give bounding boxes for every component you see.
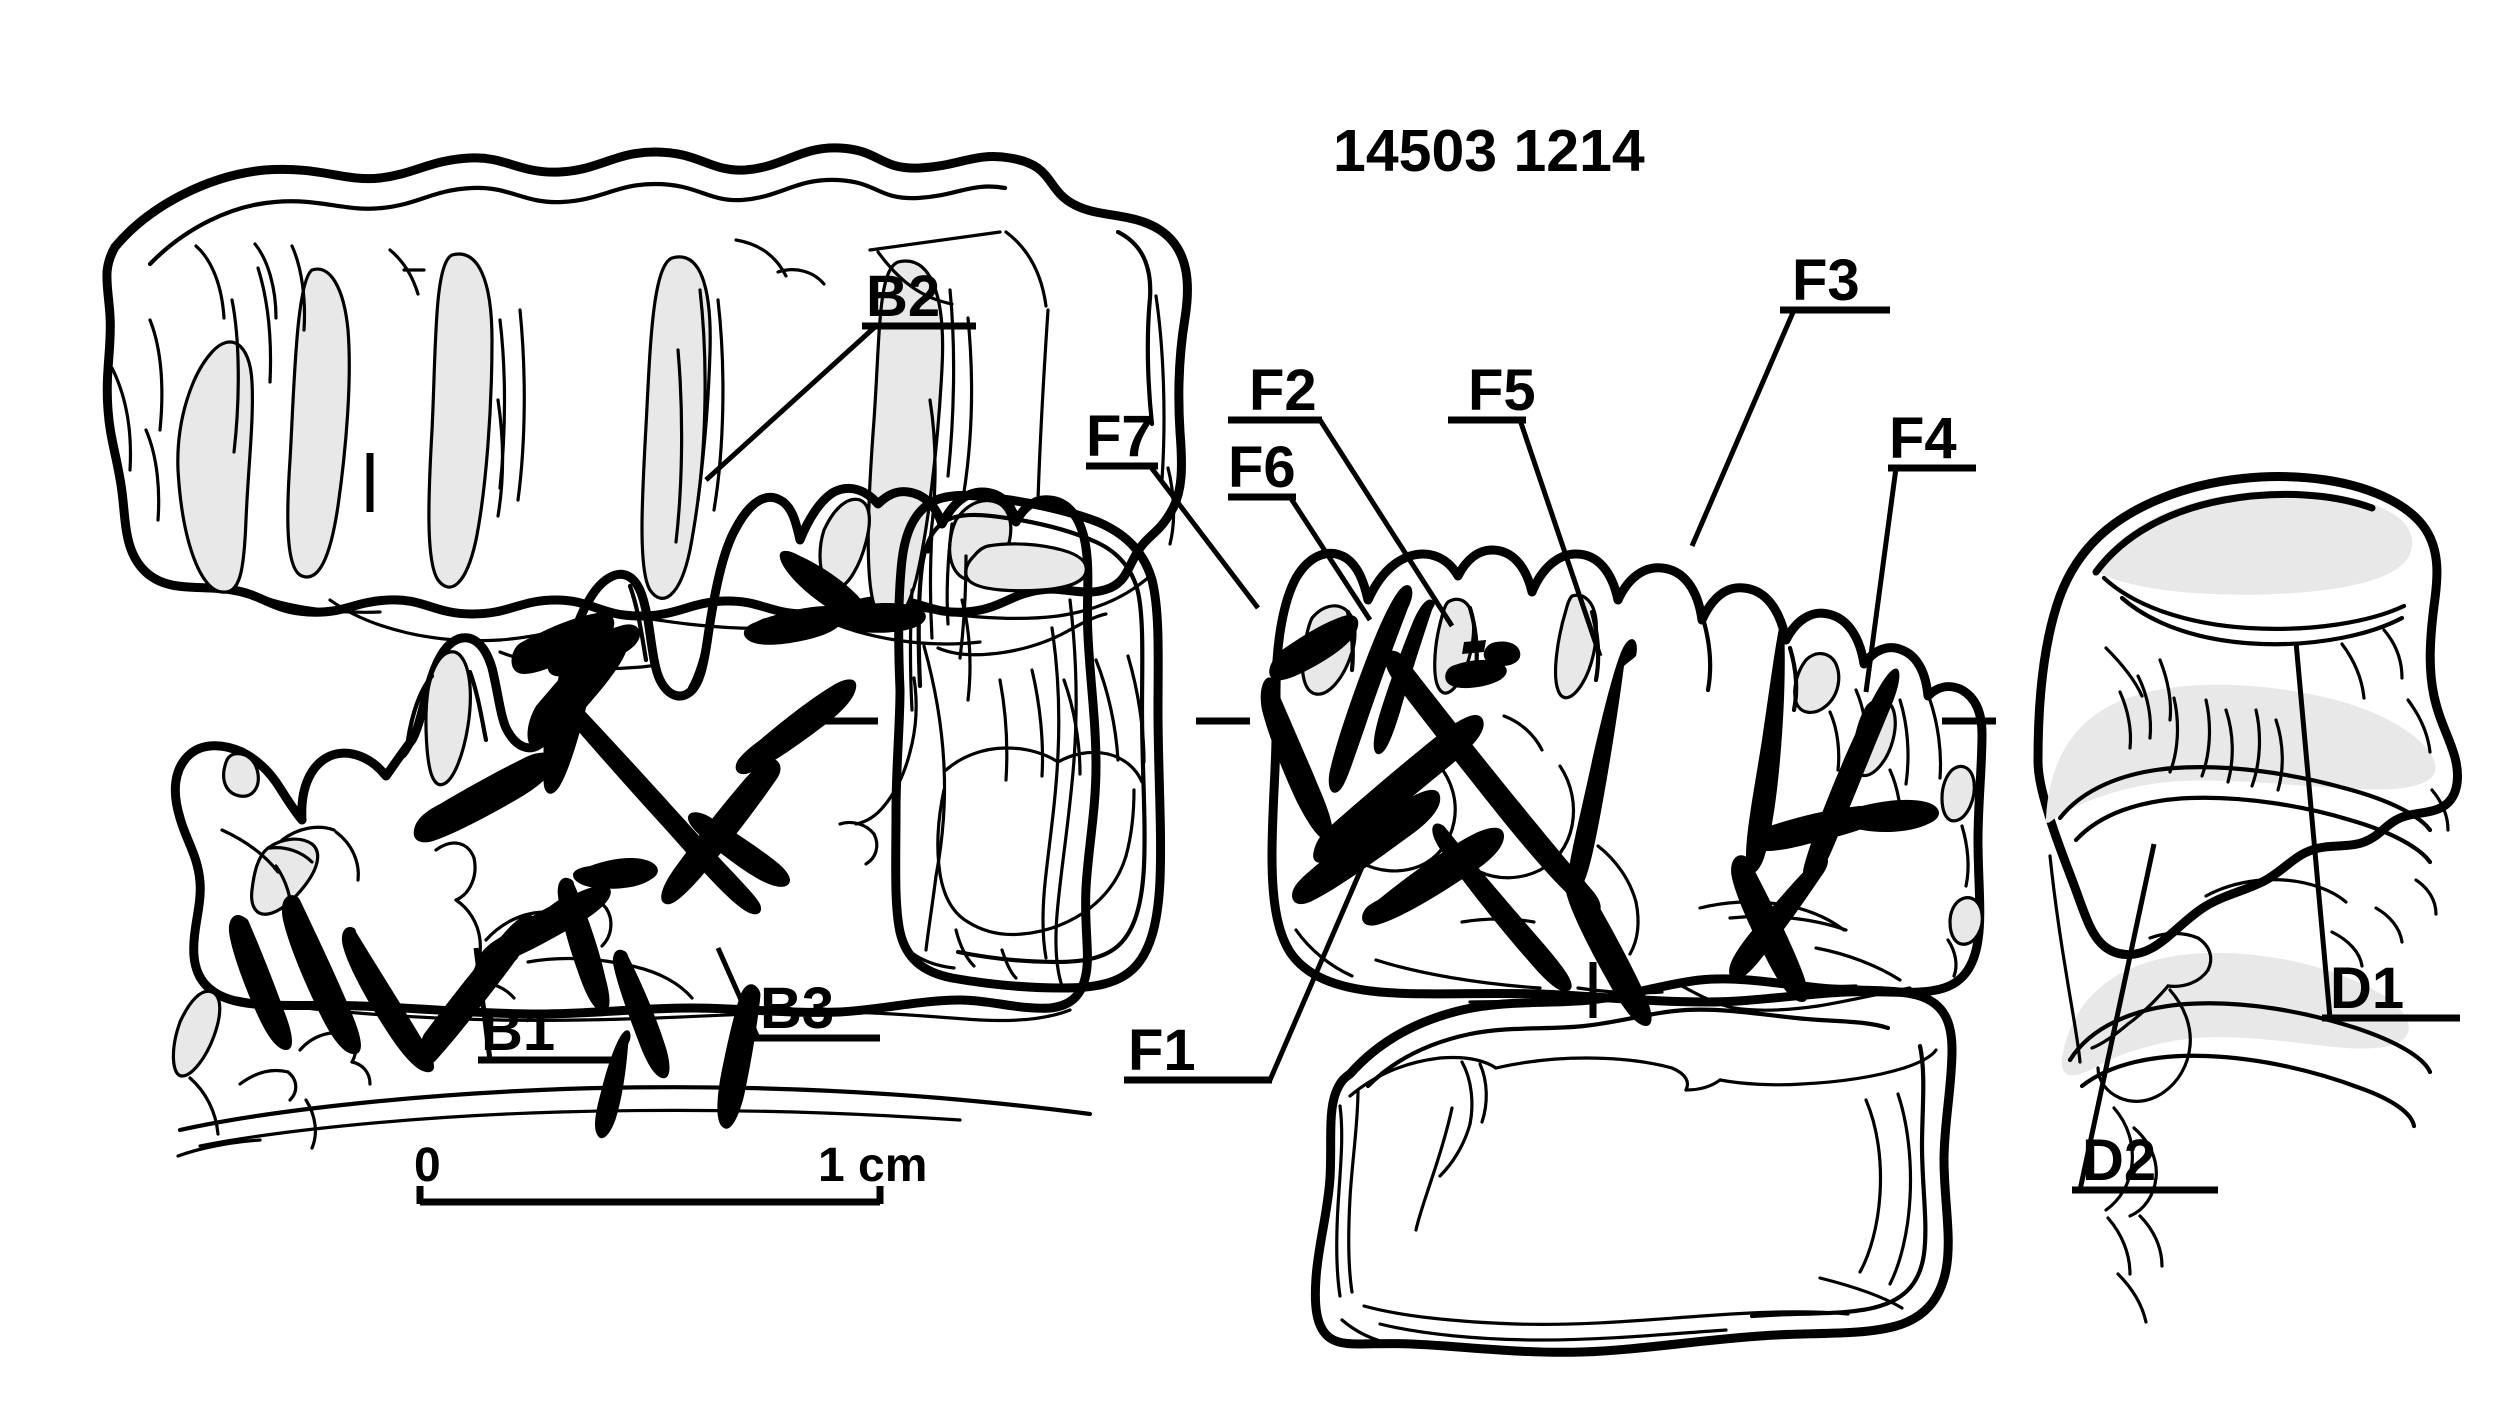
scale-left-label: 0 [414,1139,441,1192]
label-d1: D1 [2330,956,2405,1021]
label-f7: F7 [1086,404,1154,469]
cutmark-F7 [1269,615,1359,681]
label-f1: F1 [1128,1018,1196,1083]
leader-f1 [1124,829,1381,1084]
label-b2: B2 [866,264,941,329]
leader-b3 [715,946,880,1042]
cutmark-F6 [1260,677,1333,841]
cutmark-F5 [1567,639,1637,893]
leader-d1 [2293,641,2460,1022]
label-f6: F6 [1228,435,1296,500]
leader-b2 [704,322,976,482]
cutmark-F2 [1328,585,1413,793]
view-occlusal-right [2033,472,2462,1324]
view-proximal-left [891,490,1166,993]
leader-f6 [1228,493,1373,622]
scale-right-label: 1 cm [818,1139,928,1192]
label-f4: F4 [1889,406,1957,471]
view-lateral-left [170,484,1101,1158]
leader-f7 [1086,462,1260,610]
leader-f4 [1863,464,1976,693]
leader-d2 [2072,843,2218,1194]
leader-f5 [1448,416,1603,657]
label-f3: F3 [1792,248,1860,313]
leader-f2 [1228,416,1455,628]
view-occlusal-left [102,143,1192,671]
leader-f3 [1689,306,1890,547]
figure-title: 14503 1214 [1333,118,1645,184]
leader-b1 [473,947,620,1064]
cutmark-F3 [1746,617,1785,873]
cutmark-F1 [1313,714,1484,863]
label-f5: F5 [1468,358,1536,423]
label-d2: D2 [2082,1128,2157,1193]
label-b3: B3 [760,976,835,1041]
label-b1: B1 [481,998,556,1063]
view-lateral-right [1260,545,1987,1026]
scale-bar [416,1186,884,1206]
view-basal-right [1310,974,1957,1357]
label-f2: F2 [1249,358,1317,423]
